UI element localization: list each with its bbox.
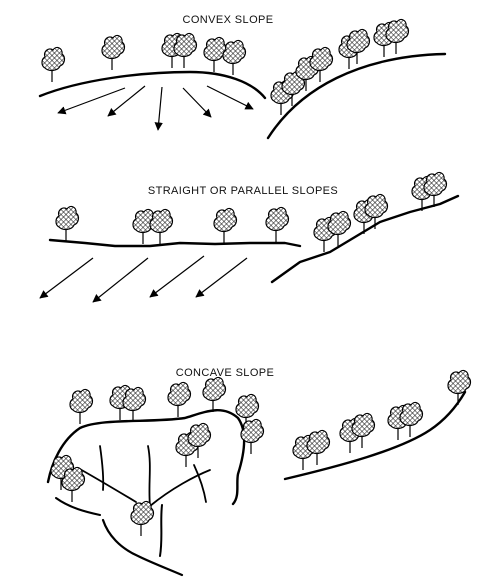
tree-icon	[222, 39, 247, 76]
convex-slope-title: CONVEX SLOPE	[182, 14, 274, 26]
tree-icon	[385, 18, 410, 55]
arrow-icon	[39, 257, 94, 299]
tree-icon	[399, 401, 424, 438]
arrow-icon	[107, 85, 146, 117]
tree-icon	[149, 208, 174, 245]
arrow-icon	[195, 257, 248, 298]
arrow-icon	[149, 255, 205, 298]
straight-slope-profile	[48, 238, 302, 248]
drainage-channel	[101, 518, 184, 577]
drainage-channel	[99, 445, 105, 491]
straight-slopes-title: STRAIGHT OR PARALLEL SLOPES	[147, 185, 339, 197]
tree-icon	[213, 207, 238, 244]
convex-hillside-profile	[266, 52, 447, 140]
arrow-icon	[206, 85, 254, 110]
arrow-icon	[154, 86, 163, 131]
concave-section	[46, 369, 472, 577]
drainage-channel	[159, 504, 163, 557]
straight-hillside-profile	[270, 194, 460, 284]
straight-section	[39, 171, 460, 303]
drainage-channel	[149, 469, 211, 507]
concave-hillside-profile	[283, 390, 467, 481]
tree-icon	[202, 376, 227, 413]
straight-flow-arrows	[39, 255, 248, 303]
drainage-channel	[193, 464, 207, 503]
tree-icon	[306, 429, 331, 466]
tree-icon	[351, 412, 376, 449]
arrow-icon	[182, 87, 212, 118]
tree-icon	[55, 205, 80, 242]
convex-section	[38, 18, 447, 140]
tree-icon	[69, 388, 94, 425]
concave-basin-outline	[46, 409, 246, 506]
arrow-icon	[57, 87, 126, 115]
tree-icon	[130, 500, 155, 537]
drainage-channels	[55, 445, 211, 577]
convex-flow-arrows	[57, 85, 254, 131]
tree-icon	[41, 46, 66, 83]
tree-icon	[122, 386, 147, 423]
tree-icon	[167, 381, 192, 418]
tree-icon	[346, 28, 371, 65]
tree-icon	[265, 206, 290, 243]
tree-icon	[173, 32, 198, 69]
drainage-channel	[77, 467, 137, 503]
drainage-channel	[55, 497, 101, 516]
convex-slope-profile	[38, 70, 267, 100]
drainage-channel	[147, 445, 151, 507]
concave-slope-title: CONCAVE SLOPE	[175, 367, 275, 379]
tree-icon	[101, 34, 126, 71]
tree-icon	[61, 466, 86, 503]
arrow-icon	[92, 257, 149, 303]
